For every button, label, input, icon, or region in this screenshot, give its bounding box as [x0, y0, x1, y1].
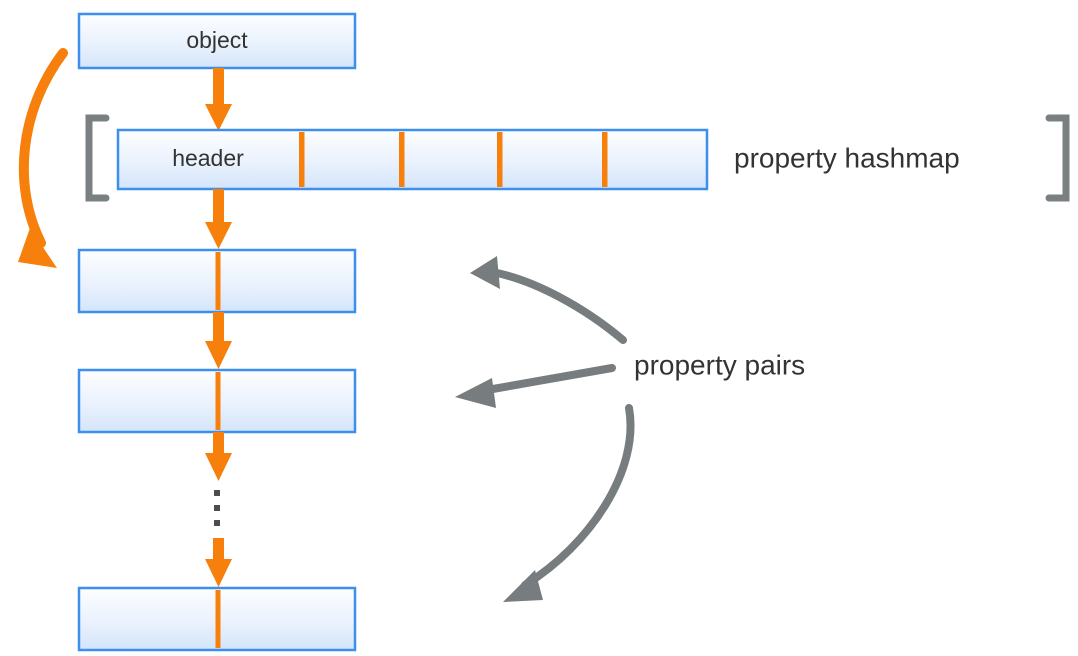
header-cell-label: header — [172, 145, 244, 171]
hashmap-slot-tick — [299, 132, 305, 187]
property-pairs-arrow-top — [470, 256, 627, 344]
object-to-first-pair-arrow — [18, 48, 68, 268]
hashmap-slot-tick — [497, 132, 503, 187]
property-hashmap-label: property hashmap — [734, 142, 960, 173]
property-pairs-label: property pairs — [634, 349, 805, 380]
hashmap-right-bracket — [1045, 114, 1070, 202]
object-box-label: object — [186, 27, 248, 53]
property-pairs-arrow-bottom — [503, 404, 635, 602]
vertical-ellipsis — [214, 490, 220, 526]
property-pairs-arrow-middle — [455, 364, 616, 408]
pair-box-2 — [77, 368, 357, 434]
hashmap-slot-tick — [602, 132, 608, 187]
pair-box-1-divider — [215, 252, 221, 310]
pair2-to-ellipsis-arrow — [205, 432, 232, 481]
pair-box-1 — [77, 248, 357, 314]
pair1-to-pair2-arrow — [205, 312, 232, 369]
object-box: object — [77, 12, 357, 70]
pair-box-3-divider — [215, 590, 221, 648]
ellipsis-to-pair3-arrow — [205, 538, 232, 587]
pair-box-3 — [77, 586, 357, 652]
hashmap-left-bracket — [85, 114, 110, 202]
object-to-header-arrow — [205, 68, 232, 131]
header-row: header — [116, 128, 709, 191]
header-to-pair1-arrow — [205, 189, 232, 249]
hashmap-slot-tick — [399, 132, 405, 187]
pair-box-2-divider — [215, 372, 221, 430]
